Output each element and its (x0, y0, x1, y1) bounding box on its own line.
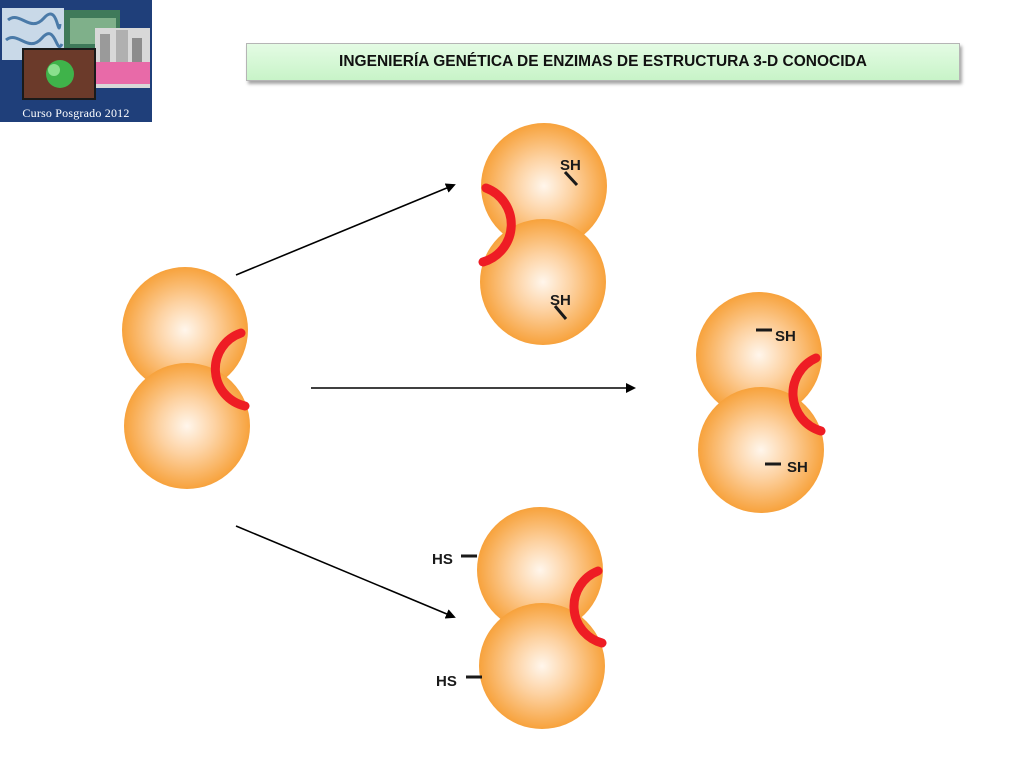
page-title: INGENIERÍA GENÉTICA DE ENZIMAS DE ESTRUC… (339, 53, 867, 70)
subunit-lower (479, 603, 605, 729)
logo-caption: Curso Posgrado 2012 (22, 106, 130, 120)
thiol-label: SH (550, 292, 571, 309)
course-logo: Curso Posgrado 2012 (0, 0, 152, 122)
logo-collage (0, 0, 152, 122)
active-site-arc (210, 328, 250, 411)
title-banner: INGENIERÍA GENÉTICA DE ENZIMAS DE ESTRUC… (246, 43, 960, 81)
thiol-label: HS (432, 551, 453, 568)
arrow-to-top (235, 183, 456, 276)
active-site-arc (788, 353, 826, 436)
flasks-image (92, 62, 150, 84)
arrow-to-bottom (235, 525, 456, 619)
thiol-bond-mark (563, 170, 579, 187)
subunit-lower (480, 219, 606, 345)
variant-bottom: HS HS (432, 507, 607, 729)
thiol-bond-mark (553, 305, 568, 320)
thiol-label: SH (775, 328, 796, 345)
active-site-arc (569, 566, 607, 648)
subunit-lower (124, 363, 250, 489)
thiol-label: HS (436, 673, 457, 690)
thiol-label: SH (787, 459, 808, 476)
variant-right: SH SH (696, 292, 826, 513)
thiol-label: SH (560, 157, 581, 174)
active-site-arc (478, 183, 516, 267)
subunit-lower (698, 387, 824, 513)
variant-top: SH SH (478, 123, 607, 345)
original-enzyme (122, 267, 250, 489)
